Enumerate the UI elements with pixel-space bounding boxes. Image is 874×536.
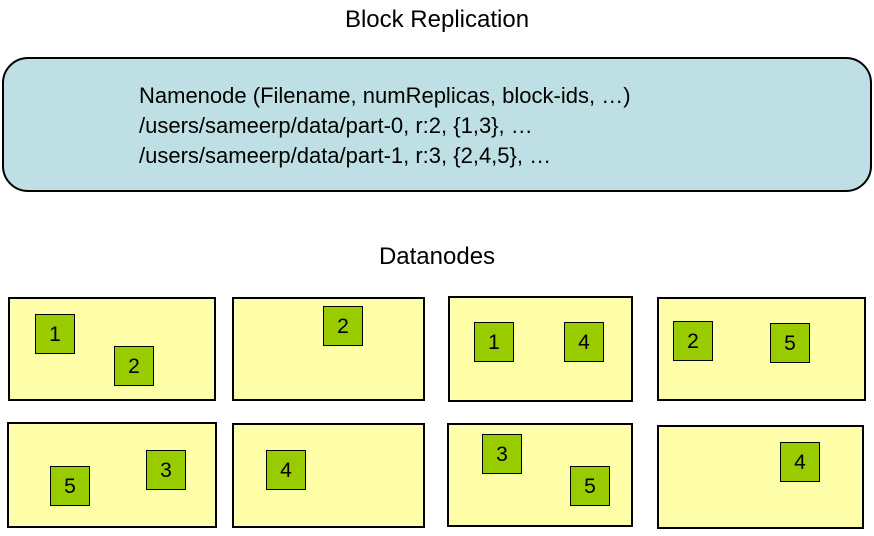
datanode-6-block-4: 4 <box>266 450 306 490</box>
datanode-1-block-2: 2 <box>114 346 154 386</box>
datanode-4-block-2: 2 <box>673 321 713 361</box>
datanode-6: 4 <box>232 423 425 528</box>
datanode-8: 4 <box>657 425 864 529</box>
datanode-2-block-2: 2 <box>323 306 363 346</box>
datanode-7-block-5: 5 <box>570 466 610 506</box>
datanode-5-block-3: 3 <box>146 450 186 490</box>
datanode-3-block-4: 4 <box>564 322 604 362</box>
namenode-box: Namenode (Filename, numReplicas, block-i… <box>2 57 872 192</box>
namenode-line-part0: /users/sameerp/data/part-0, r:2, {1,3}, … <box>139 113 533 138</box>
datanodes-heading: Datanodes <box>378 243 496 270</box>
datanode-3-block-1: 1 <box>474 322 514 362</box>
datanode-7-block-3: 3 <box>482 434 522 474</box>
datanode-5-block-5: 5 <box>50 466 90 506</box>
namenode-line-part1: /users/sameerp/data/part-1, r:3, {2,4,5}… <box>139 143 552 168</box>
datanode-4-block-5: 5 <box>770 323 810 363</box>
namenode-line-header: Namenode (Filename, numReplicas, block-i… <box>139 83 631 108</box>
datanode-1-block-1: 1 <box>35 314 75 354</box>
datanode-2: 2 <box>232 297 425 401</box>
diagram-title: Block Replication <box>344 6 530 33</box>
namenode-text: Namenode (Filename, numReplicas, block-i… <box>139 81 631 171</box>
datanode-8-block-4: 4 <box>780 442 820 482</box>
